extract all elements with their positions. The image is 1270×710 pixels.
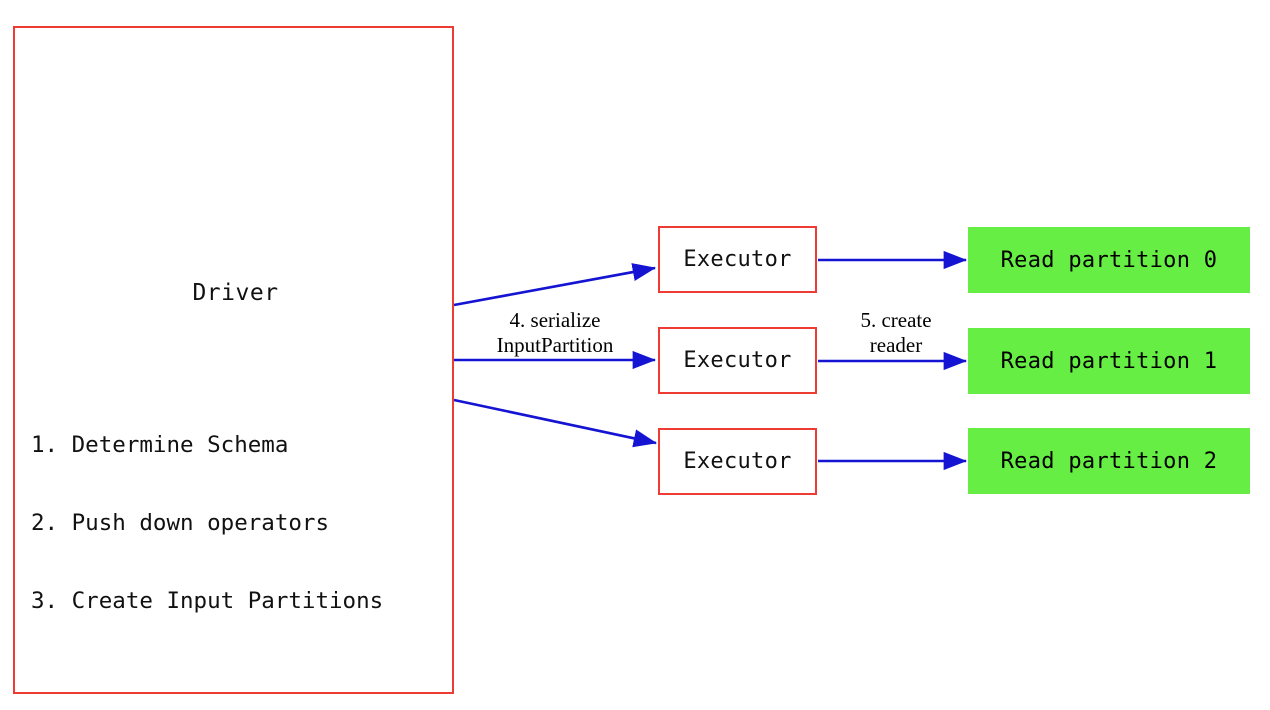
read-partition-label-1: Read partition 1 xyxy=(1000,348,1218,374)
executor-box-2: Executor xyxy=(658,428,817,495)
driver-step-3: 3. Create Input Partitions xyxy=(31,588,384,614)
read-partition-box-2: Read partition 2 xyxy=(968,428,1250,494)
executor-label-0: Executor xyxy=(683,247,792,272)
read-partition-box-1: Read partition 1 xyxy=(968,328,1250,394)
read-partition-label-2: Read partition 2 xyxy=(1000,448,1218,474)
executor-box-1: Executor xyxy=(658,327,817,394)
read-partition-box-0: Read partition 0 xyxy=(968,227,1250,293)
driver-title: Driver xyxy=(192,280,279,306)
executor-box-0: Executor xyxy=(658,226,817,293)
arrow-label-serialize-line-1: 4. serialize xyxy=(509,308,601,332)
arrow-driver-to-executor-0 xyxy=(453,263,657,307)
driver-box: Driver 1. Determine Schema 2. Push down … xyxy=(13,26,454,694)
arrow-label-serialize-line-2: InputPartition xyxy=(496,333,614,357)
read-partition-label-0: Read partition 0 xyxy=(1000,247,1218,273)
arrow-label-create-reader-line-2: reader xyxy=(869,333,923,357)
driver-steps-list: 1. Determine Schema 2. Push down operato… xyxy=(31,380,383,666)
arrow-label-serialize: 4. serialize InputPartition xyxy=(470,308,640,358)
arrow-driver-to-executor-2 xyxy=(453,398,658,448)
arrow-label-create-reader-line-1: 5. create xyxy=(860,308,932,332)
executor-label-1: Executor xyxy=(683,348,792,373)
driver-step-2: 2. Push down operators xyxy=(31,510,330,536)
executor-label-2: Executor xyxy=(683,449,792,474)
driver-step-1: 1. Determine Schema xyxy=(31,432,289,458)
arrow-label-create-reader: 5. create reader xyxy=(826,308,966,358)
